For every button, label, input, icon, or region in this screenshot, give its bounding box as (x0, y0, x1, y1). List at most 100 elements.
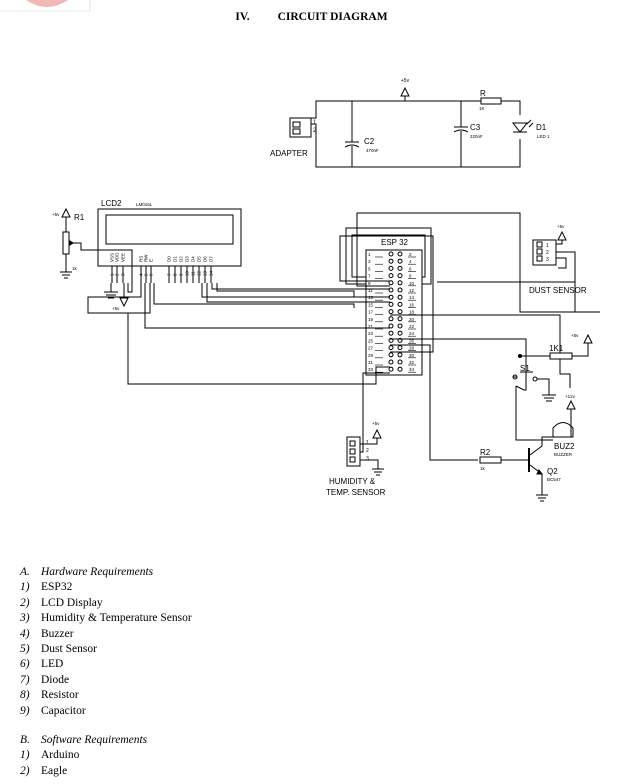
lcd-pin-label: D2 (179, 256, 184, 262)
lcd-pin-label: VEE (121, 253, 126, 262)
software-item-text: Eagle (41, 764, 68, 777)
circuit-diagram: +5v 1 2 ADAPTER C2 470nF C3 220nF (52, 78, 600, 502)
hardware-item-index: 1) (20, 581, 30, 594)
esp32-header-hole (397, 352, 403, 358)
esp32-pin-right: 30 (409, 353, 415, 358)
svg-text:Q2: Q2 (547, 467, 558, 476)
esp32-pin-right: 24 (409, 331, 415, 336)
hardware-heading: A.Hardware Requirements (20, 566, 154, 578)
esp32-header-hole (397, 294, 403, 300)
hardware-item-index: 2) (20, 596, 30, 609)
esp32-header-hole (397, 280, 403, 286)
esp32-header-hole (388, 309, 394, 315)
hardware-item-index: 4) (20, 627, 30, 640)
esp32-header-hole (388, 330, 394, 336)
esp32-pin-right: 12 (409, 288, 415, 293)
hardware-item-text: ESP32 (41, 581, 73, 594)
svg-text:LCD2: LCD2 (101, 199, 122, 208)
esp32-pin-left: 13 (368, 295, 374, 300)
esp32-header-hole (397, 265, 403, 271)
esp32-pin-left: 7 (368, 274, 371, 279)
signal-wiring (127, 212, 600, 461)
esp32-header-hole (397, 273, 403, 279)
esp32-header-hole (388, 251, 394, 257)
hardware-item-text: LCD Display (41, 596, 103, 609)
humidity-sensor-connector: +5v 1 2 3 HUMIDITY & TEMP. SENSOR (326, 421, 386, 497)
hardware-item-index: 9) (20, 704, 30, 717)
section-heading: IV.CIRCUIT DIAGRAM (0, 11, 623, 23)
hardware-item-text: Diode (41, 673, 70, 686)
lcd-pin-label: RS (139, 256, 144, 262)
watermark-logo (0, 0, 91, 12)
esp32-header-hole (388, 352, 394, 358)
esp32-header-hole (388, 345, 394, 351)
svg-text:D1: D1 (536, 123, 547, 132)
svg-text:+5v: +5v (571, 333, 579, 338)
hardware-item-index: 8) (20, 689, 30, 702)
esp32-header-hole (397, 301, 403, 307)
svg-text:1k: 1k (72, 266, 78, 271)
esp32-pin-left: 25 (368, 338, 374, 343)
esp32-header-hole (388, 316, 394, 322)
esp32-pin-right: 8 (409, 274, 412, 279)
svg-text:1: 1 (366, 440, 369, 446)
svg-text:BUZZER: BUZZER (554, 452, 573, 457)
capacitor-c2: C2 470nF (344, 101, 379, 167)
esp32-header-hole (397, 323, 403, 329)
esp32-pin-right: 34 (409, 367, 415, 372)
hardware-item-text: Humidity & Temperature Sensor (41, 612, 192, 625)
hardware-item: 9) Capacitor (20, 704, 192, 719)
lcd-pin-label: D5 (197, 256, 202, 262)
software-heading: B.Software Requirements (20, 734, 148, 747)
hardware-item: 3)Humidity & Temperature Sensor (20, 611, 192, 626)
esp32-header-hole (388, 273, 394, 279)
hardware-item: 5)Dust Sensor (20, 642, 192, 657)
esp32-pin-right: 6 (409, 266, 412, 271)
esp32-pin-left: 21 (368, 324, 374, 329)
lcd-pin-label: D7 (209, 256, 214, 262)
lcd-pin-label: D4 (191, 256, 196, 262)
lcd-module: LCD2 LM016L VSS1VDD2VEE3RS4RW5E6D07D18D2… (97, 199, 242, 283)
esp32-pin-left: 17 (368, 310, 374, 315)
svg-text:2: 2 (366, 448, 369, 454)
svg-text:HUMIDITY &: HUMIDITY & (329, 477, 376, 486)
hardware-item-index: 6) (20, 658, 30, 671)
svg-text:3: 3 (366, 456, 369, 462)
esp32-header-hole (397, 345, 403, 351)
esp32-header-hole (397, 287, 403, 293)
esp32-pin-left: 33 (368, 367, 374, 372)
lcd-pin-label: VDD (115, 252, 120, 262)
esp32-header-hole (388, 265, 394, 271)
lcd-pin-label: D3 (185, 256, 190, 262)
hardware-item-text: Capacitor (41, 704, 86, 717)
esp32-header-hole (397, 258, 403, 264)
esp32-pin-left: 23 (368, 331, 374, 336)
svg-text:1K: 1K (479, 106, 485, 111)
software-item: 2) Eagle (20, 764, 192, 779)
section-title: CIRCUIT DIAGRAM (277, 11, 388, 23)
esp32-pin-left: 29 (368, 353, 374, 358)
svg-text:C3: C3 (470, 123, 481, 132)
software-item-index: 1) (20, 749, 30, 762)
esp32-pin-left: 9 (368, 281, 371, 286)
hardware-item-index: 7) (20, 673, 30, 686)
esp32-header-hole (388, 301, 394, 307)
esp32-pin-right: 22 (409, 324, 415, 329)
hardware-item: 2) LCD Display (20, 596, 192, 611)
esp32-pin-right: 28 (409, 346, 415, 351)
esp32-header-hole (397, 251, 403, 257)
svg-text:ESP 32: ESP 32 (381, 238, 409, 247)
svg-text:BC547: BC547 (547, 477, 561, 482)
svg-text:+5v: +5v (112, 306, 120, 311)
svg-text:220nF: 220nF (470, 134, 483, 139)
hardware-item-text: Resistor (41, 689, 79, 702)
svg-text:+5v: +5v (372, 421, 380, 426)
esp32-pin-left: 1 (368, 252, 371, 257)
svg-text:1K1: 1K1 (549, 344, 564, 353)
lcd-pin-label: D1 (173, 256, 178, 262)
hardware-item: 6)LED (20, 657, 192, 672)
software-item-index: 2) (20, 764, 30, 777)
hardware-item-text: Dust Sensor (41, 643, 97, 656)
supply-arrow-5v-top: +5v (400, 78, 410, 97)
